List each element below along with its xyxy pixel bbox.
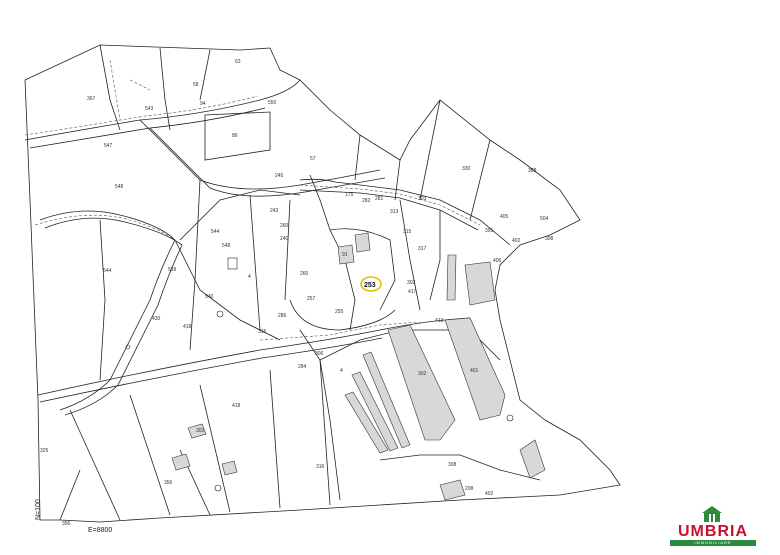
parcel-label: 57 (310, 156, 316, 162)
parcel-label: 388 (528, 168, 537, 174)
parcel-label: 504 (540, 216, 549, 222)
parcel-label: 540 (205, 294, 214, 300)
well-icon (214, 484, 222, 492)
parcel-label: 313 (390, 209, 399, 215)
parcel-label: 418 (183, 324, 192, 330)
parcel-label: 286 (278, 313, 287, 319)
coordinate-x-label: E=8800 (88, 527, 112, 534)
well-icon (216, 310, 224, 318)
parcel-label: 4 (248, 274, 251, 280)
parcel-label: 401 (470, 368, 479, 374)
parcel-label: 302 (196, 428, 205, 434)
parcel-label: 302 (418, 371, 427, 377)
parcel-label: 316 (316, 464, 325, 470)
parcel-label: 325 (40, 448, 49, 454)
parcel-label: 58 (193, 82, 199, 88)
parcel-label: 548 (115, 184, 124, 190)
parcel-label: 413 (435, 318, 444, 324)
parcel-label: 208 (465, 486, 474, 492)
parcel-label: 405 (500, 214, 509, 220)
map-symbols (125, 257, 514, 492)
parcel-label: 308 (545, 236, 554, 242)
parcel-label: 418 (232, 403, 241, 409)
parcel-label: 260 (280, 223, 289, 229)
coordinate-y-label: N=100 (35, 499, 42, 520)
parcel-label: 255 (335, 309, 344, 315)
buildings (171, 232, 546, 501)
parcel-label: 240 (280, 236, 289, 242)
parcel-label: 402 (512, 238, 521, 244)
parcel-label: 243 (270, 208, 279, 214)
parcel-label: 356 (164, 480, 173, 486)
parcel-label: 547 (104, 143, 113, 149)
parcel-label: 543 (145, 106, 154, 112)
parcel-label: 4 (340, 368, 343, 374)
parcel-label: 306 (315, 351, 324, 357)
parcel-label: 544 (211, 229, 220, 235)
parcel-label: 430 (152, 316, 161, 322)
parcel-label: 539 (168, 267, 177, 273)
house-icon (702, 506, 722, 522)
parcel-label: 417 (408, 289, 417, 295)
brand-logo: UMBRIA IMMOBILIARE (668, 505, 768, 547)
parcel-label: 86 (232, 133, 238, 139)
parcel-label: 406 (493, 258, 502, 264)
parcel-label: 315 (403, 229, 412, 235)
parcel-label: 356 (62, 521, 71, 527)
well-icon (506, 414, 514, 422)
parcel-label: 308 (448, 462, 457, 468)
parcel-label: 391 (485, 228, 494, 234)
small-structure-icon (227, 257, 238, 270)
brand-name: UMBRIA (678, 523, 748, 540)
parcel-label: 282 (362, 198, 371, 204)
parcel-label: 317 (418, 246, 427, 252)
parcel-label: 544 (103, 268, 112, 274)
parcel-label: 94 (200, 101, 206, 107)
parcel-label: 284 (298, 364, 307, 370)
parcel-label: 91 (342, 252, 348, 258)
parcel-label: 402 (485, 491, 494, 497)
parcel-label: 175 (345, 192, 354, 198)
parcel-label: 315 (258, 329, 267, 335)
parcel-labels: 63 58 367 543 94 550 86 547 548 544 57 2… (40, 59, 554, 527)
parcel-label: 367 (87, 96, 96, 102)
parcel-label: 548 (222, 243, 231, 249)
parcel-label: 63 (235, 59, 241, 65)
parcel-label: 281 (375, 196, 384, 202)
parcel-label: 330 (462, 166, 471, 172)
marker-icon (125, 344, 131, 350)
highlighted-parcel[interactable]: 253 (360, 276, 382, 292)
parcel-label: 257 (307, 296, 316, 302)
highlight-ring (360, 276, 382, 292)
road-lines (24, 59, 481, 341)
brand-tagline: IMMOBILIARE (670, 540, 756, 546)
parcel-label: 302 (407, 280, 416, 286)
parcel-label: 245 (275, 173, 284, 179)
parcel-label: 260 (300, 271, 309, 277)
parcel-label: 550 (268, 100, 277, 106)
parcel-label: 303 (418, 196, 427, 202)
highlighted-parcel-label: 253 (364, 282, 376, 289)
